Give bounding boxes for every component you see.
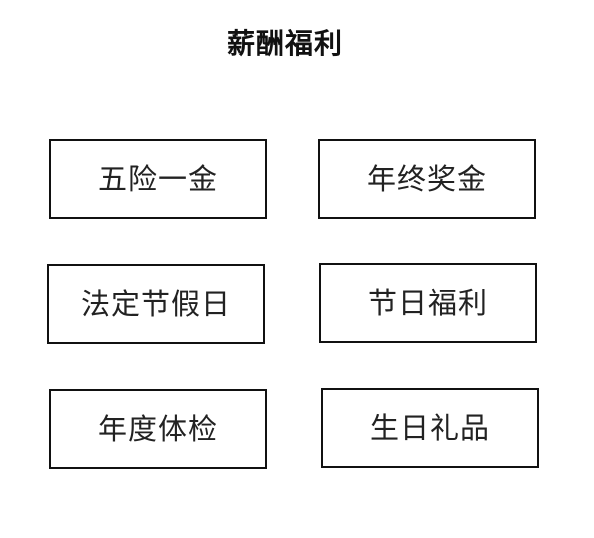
- benefit-label: 生日礼品: [369, 410, 490, 445]
- benefit-box-year-end-bonus: 年终奖金: [318, 139, 536, 219]
- benefit-label: 年终奖金: [366, 161, 487, 196]
- benefit-label: 法定节假日: [80, 286, 231, 321]
- benefit-label: 五险一金: [97, 161, 218, 196]
- benefit-box-social-insurance: 五险一金: [49, 139, 267, 219]
- benefit-label: 年度体检: [97, 411, 218, 446]
- benefit-box-annual-checkup: 年度体检: [49, 389, 267, 469]
- benefit-box-statutory-holidays: 法定节假日: [47, 264, 265, 344]
- benefit-label: 节日福利: [367, 285, 488, 320]
- diagram-title: 薪酬福利: [226, 27, 343, 60]
- benefit-box-holiday-benefits: 节日福利: [319, 263, 537, 343]
- benefit-box-birthday-gift: 生日礼品: [321, 388, 539, 468]
